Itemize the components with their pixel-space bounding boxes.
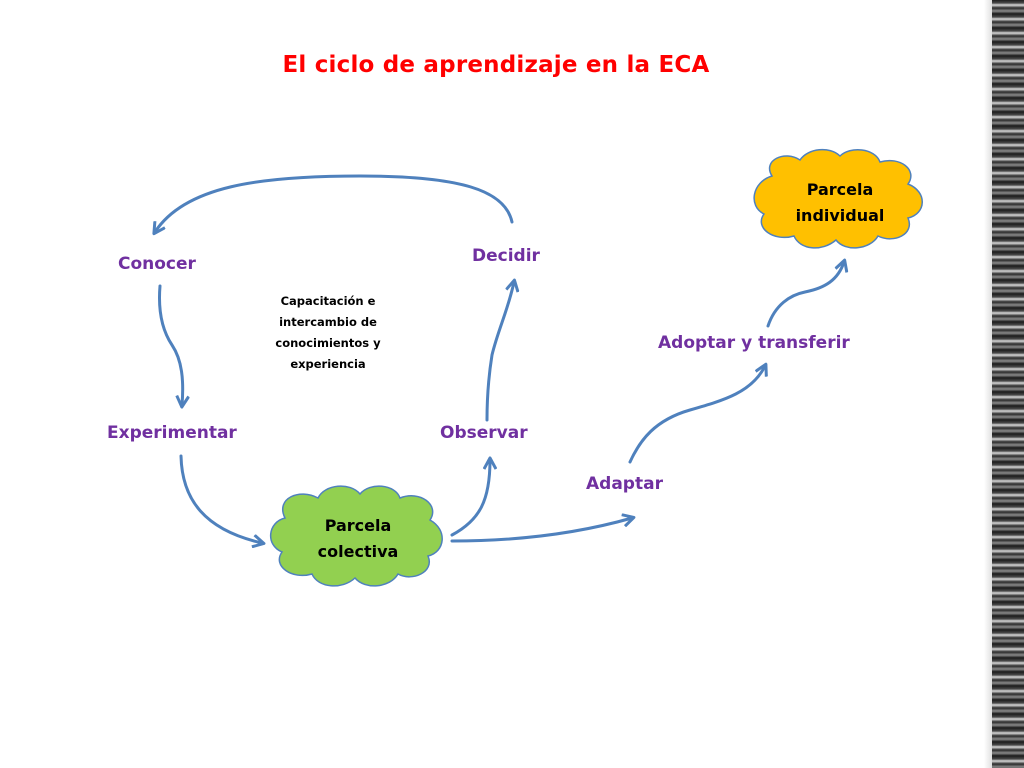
cloud-colectiva-line-1: Parcela	[325, 516, 392, 535]
arrow-conocer-to-experimentar	[158, 284, 183, 405]
stage-experimentar: Experimentar	[107, 423, 237, 443]
slide: El ciclo de aprendizaje en la ECA	[107, 52, 923, 587]
stage-adaptar: Adaptar	[586, 474, 664, 494]
decorative-edge-strip	[992, 0, 1024, 768]
arrow-parcela-colectiva-to-observar	[450, 460, 490, 537]
stage-observar: Observar	[440, 423, 528, 443]
center-note-line-2: intercambio de	[279, 315, 377, 329]
center-note-line-1: Capacitación e	[281, 294, 376, 308]
cloud-shape-individual	[753, 148, 923, 249]
arrow-decidir-to-conocer	[155, 174, 514, 232]
stage-conocer: Conocer	[118, 254, 197, 274]
center-note: Capacitación e intercambio de conocimien…	[275, 294, 381, 371]
arrow-adoptar-to-parcela-individual	[766, 262, 844, 328]
center-note-line-4: experiencia	[290, 357, 365, 371]
slide-title: El ciclo de aprendizaje en la ECA	[282, 52, 710, 78]
cloud-individual-line-2: individual	[796, 206, 885, 225]
cloud-parcela-colectiva: Parcela colectiva	[270, 485, 443, 587]
stage-adoptar-y-transferir: Adoptar y transferir	[658, 333, 850, 353]
cloud-parcela-individual: Parcela individual	[753, 148, 923, 249]
arrow-experimentar-to-parcela-colectiva	[179, 454, 262, 543]
arrow-parcela-colectiva-to-adaptar	[450, 518, 632, 543]
arrow-observar-to-decidir	[485, 282, 514, 422]
cloud-individual-line-1: Parcela	[807, 180, 874, 199]
arrow-adaptar-to-adoptar	[628, 366, 765, 464]
center-note-line-3: conocimientos y	[275, 336, 381, 350]
cloud-shape-colectiva	[270, 485, 443, 587]
cloud-colectiva-line-2: colectiva	[318, 542, 399, 561]
stage-decidir: Decidir	[472, 246, 541, 266]
learning-cycle-diagram: Parcela colectiva Parcela individual Con…	[107, 148, 923, 587]
slide-edge-shadow	[984, 0, 992, 768]
